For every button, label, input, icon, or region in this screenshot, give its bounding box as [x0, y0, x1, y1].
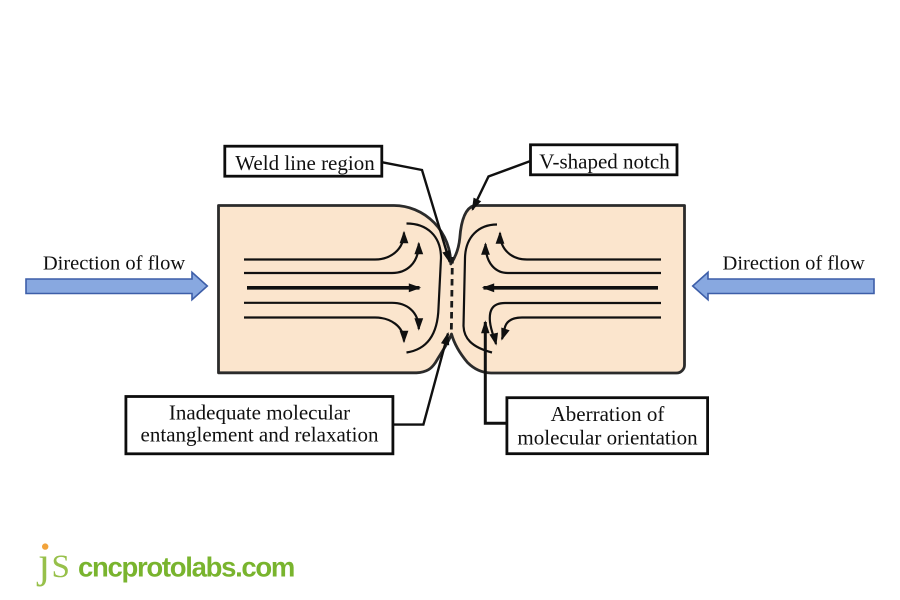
svg-text:ȷ: ȷ	[36, 538, 50, 587]
svg-text:molecular orientation: molecular orientation	[517, 426, 698, 450]
svg-text:Inadequate molecular: Inadequate molecular	[169, 401, 350, 425]
svg-text:V-shaped notch: V-shaped notch	[539, 150, 670, 174]
svg-text:Direction of flow: Direction of flow	[723, 253, 866, 275]
svg-text:Aberration of: Aberration of	[551, 402, 665, 426]
svg-text:Direction of flow: Direction of flow	[43, 253, 186, 275]
svg-text:Weld line region: Weld line region	[235, 151, 375, 175]
svg-text:entanglement and relaxation: entanglement and relaxation	[141, 423, 379, 447]
svg-text:S: S	[52, 549, 70, 585]
svg-text:cncprotolabs.com: cncprotolabs.com	[78, 552, 294, 583]
